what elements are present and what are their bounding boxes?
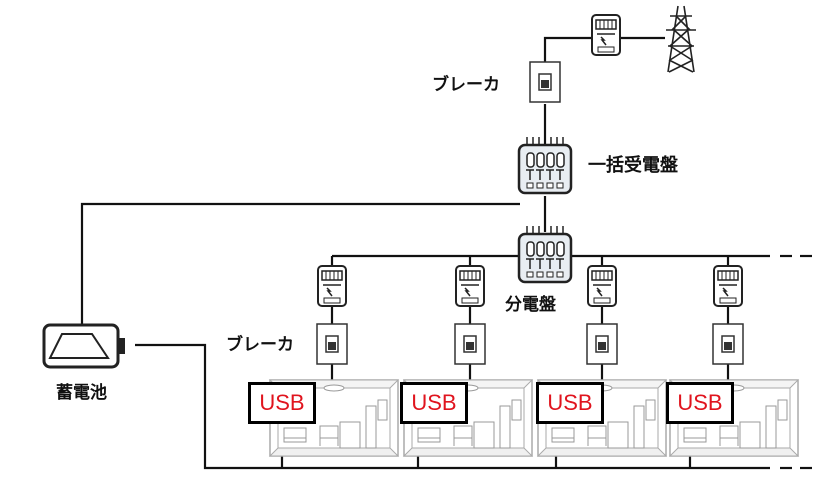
electric-meter-icon (587, 265, 617, 307)
electric-meter-icon (317, 265, 347, 307)
breaker-icon (586, 323, 618, 365)
transmission-tower-icon (666, 5, 696, 73)
breaker-icon (454, 323, 486, 365)
usb-box: USB (666, 382, 734, 424)
battery-label: 蓄電池 (56, 383, 107, 403)
usb-box: USB (400, 382, 468, 424)
electric-meter-icon (591, 14, 621, 56)
electric-meter-icon (713, 265, 743, 307)
battery-icon (42, 323, 125, 369)
usb-box: USB (248, 382, 316, 424)
sub-panel-icon (517, 224, 573, 284)
breaker-icon (316, 323, 348, 365)
sub-panel-label: 分電盤 (505, 295, 556, 315)
electric-meter-icon (455, 265, 485, 307)
breaker-icon (529, 61, 561, 103)
main-panel-icon (517, 135, 573, 195)
breaker-top-label: ブレーカ (432, 75, 500, 95)
breaker-icon (712, 323, 744, 365)
main-panel-label: 一括受電盤 (588, 155, 678, 176)
breaker-mid-label: ブレーカ (226, 335, 294, 355)
continuation-dashes (780, 254, 812, 470)
usb-box: USB (536, 382, 604, 424)
